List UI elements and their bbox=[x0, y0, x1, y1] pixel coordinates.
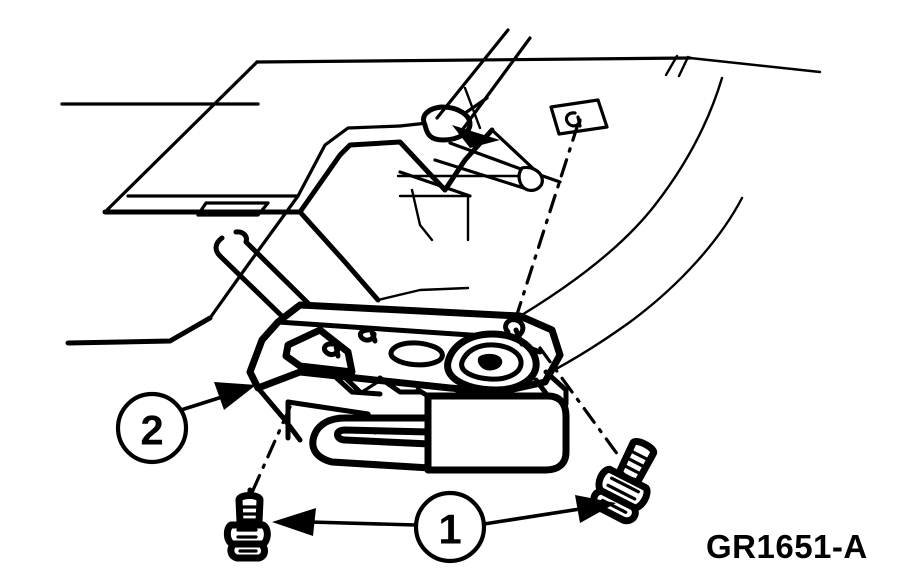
callout-2-leader bbox=[179, 395, 224, 412]
callout-2-arrowhead bbox=[214, 382, 256, 410]
callout-1-number: 1 bbox=[438, 506, 461, 553]
hinge-pivot-block bbox=[398, 28, 544, 242]
callout-2-circle[interactable] bbox=[115, 391, 189, 465]
bolt-left bbox=[223, 487, 271, 562]
centerline-detail-to-bracket bbox=[510, 122, 580, 332]
callout-1-arrowhead-right bbox=[575, 495, 616, 523]
callout-1-arrowhead-left bbox=[272, 508, 316, 536]
callout-1-leader-right bbox=[482, 507, 582, 526]
callout-2-number: 2 bbox=[140, 407, 163, 454]
callout-1-leader-left bbox=[308, 520, 418, 527]
mounting-hole-detail-plate bbox=[549, 98, 609, 136]
callout-2-group[interactable]: 2 bbox=[115, 382, 256, 465]
body-panel bbox=[60, 54, 822, 346]
figure-code-label: GR1651-A bbox=[706, 528, 868, 565]
callout-1-circle[interactable] bbox=[413, 490, 487, 564]
callout-1-group[interactable]: 1 bbox=[272, 490, 616, 564]
hood-latch-bracket bbox=[246, 301, 570, 474]
centerline-left-bolt bbox=[248, 405, 292, 499]
centerline-right-bolt bbox=[538, 346, 620, 457]
